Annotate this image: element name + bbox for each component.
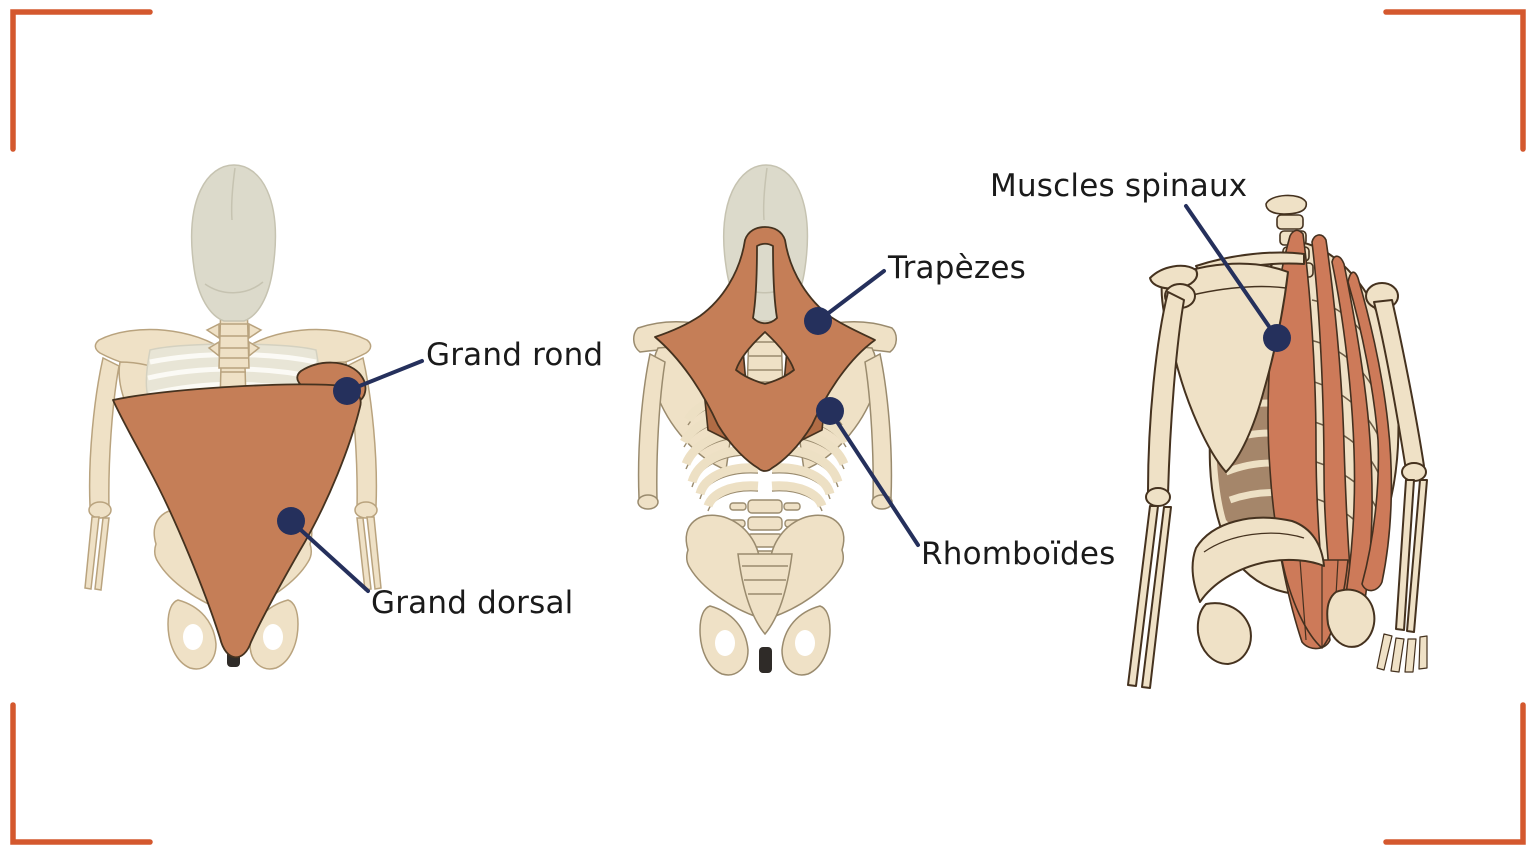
- dot-muscles-spinaux: [1263, 324, 1291, 352]
- hip-right: [1326, 588, 1376, 648]
- corner-bracket-bottom-left: [10, 702, 153, 845]
- skull: [190, 164, 277, 322]
- line-rhomboides: [828, 409, 920, 547]
- elbow-right: [1401, 462, 1427, 482]
- muscle-grand-dorsal: [112, 383, 362, 659]
- acromion: [1149, 264, 1198, 290]
- dot-trapezes: [804, 307, 832, 335]
- forearm-right: [356, 516, 382, 591]
- figure-side-muscles-spinaux: [1127, 194, 1428, 689]
- corner-bracket-top-left: [10, 9, 153, 152]
- pubic-symphysis-mark: [759, 647, 772, 673]
- figure-back-grand-dorsal: [84, 164, 382, 670]
- hand-right: [1376, 633, 1428, 673]
- figure2-pelvis: [685, 514, 845, 676]
- dot-grand-rond: [333, 377, 361, 405]
- humerus-left: [637, 352, 666, 501]
- iliac-wing: [1191, 516, 1325, 603]
- elbow-left: [1145, 487, 1171, 507]
- humerus-right: [864, 352, 893, 501]
- line-muscles-spinaux: [1184, 204, 1279, 340]
- annotation-dots: [277, 307, 1291, 535]
- label-trapezes: Trapèzes: [888, 250, 1026, 286]
- elbow-left: [88, 501, 112, 519]
- label-grand-dorsal: Grand dorsal: [371, 585, 574, 621]
- label-muscles-spinaux: Muscles spinaux: [990, 168, 1248, 204]
- label-rhomboides: Rhomboïdes: [921, 536, 1116, 572]
- corner-brackets: [10, 9, 1526, 845]
- corner-bracket-top-right: [1383, 9, 1526, 152]
- forearm-left: [84, 516, 110, 591]
- figure-back-trapezes-rhomboides: [633, 164, 897, 676]
- corner-bracket-bottom-right: [1383, 702, 1526, 845]
- humerus-left: [88, 356, 120, 510]
- figure1-muscles: [112, 361, 367, 659]
- forearm-left: [1127, 505, 1172, 689]
- dot-rhomboides: [816, 397, 844, 425]
- figure1-skull: [190, 164, 277, 322]
- label-grand-rond: Grand rond: [426, 337, 604, 373]
- muscle-trapezes: [654, 226, 876, 472]
- line-grand-dorsal: [289, 519, 370, 593]
- forearm-right: [1395, 479, 1428, 633]
- elbow-left: [637, 494, 659, 510]
- dot-grand-dorsal: [277, 507, 305, 535]
- elbow-right: [354, 501, 378, 519]
- humerus-left: [1147, 291, 1185, 495]
- ischium-left: [1196, 602, 1252, 665]
- figure3-bones-front: [1127, 251, 1428, 689]
